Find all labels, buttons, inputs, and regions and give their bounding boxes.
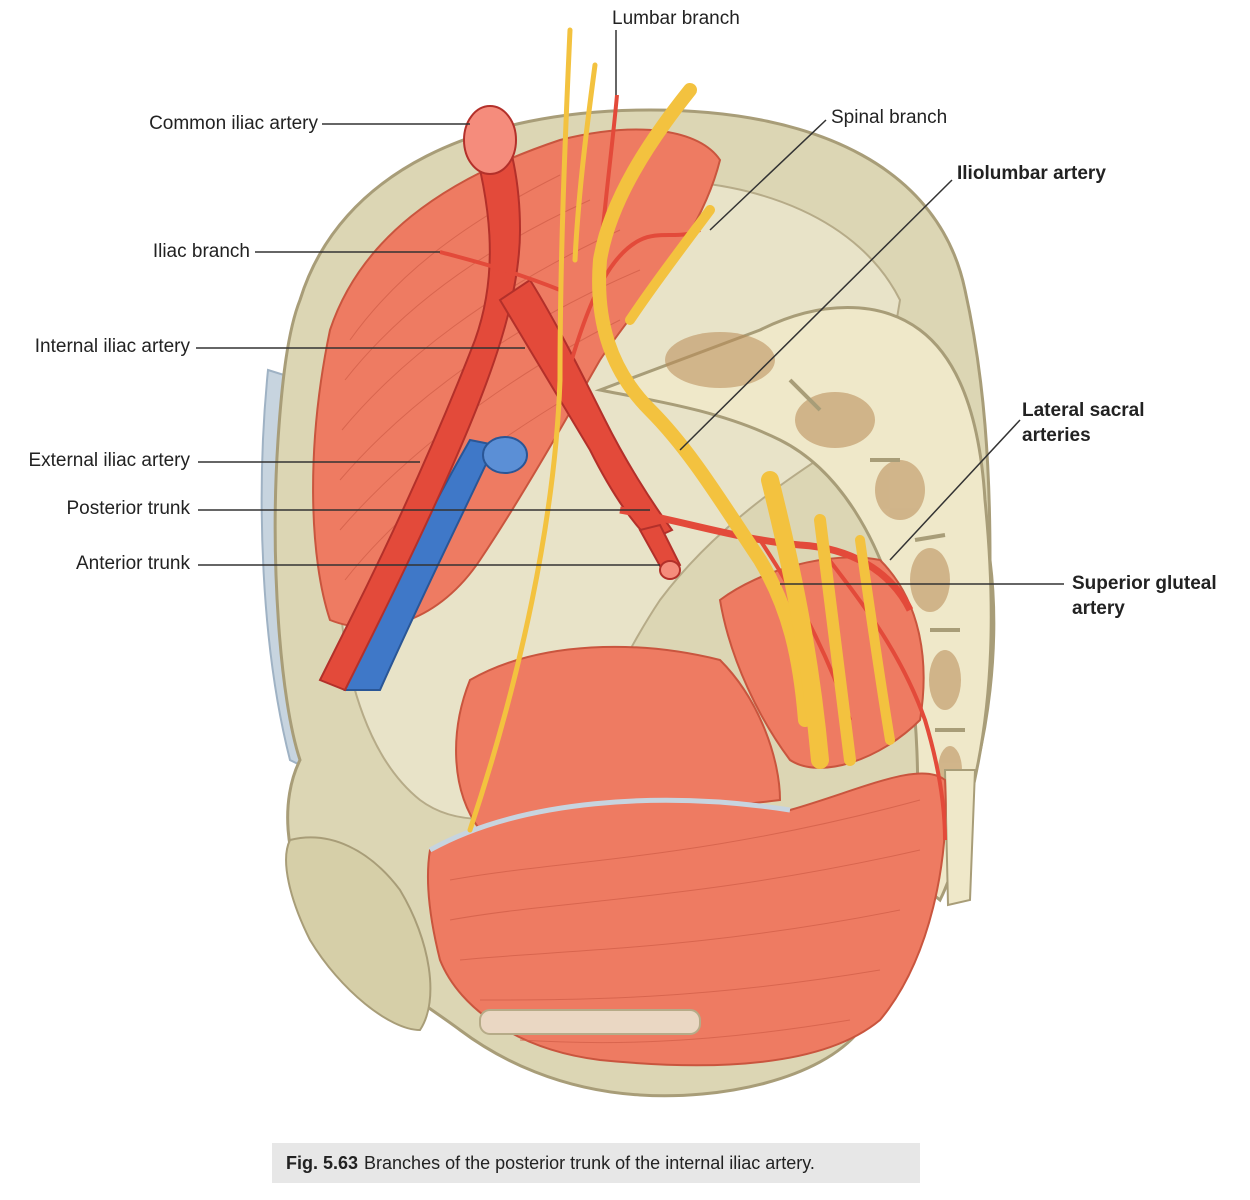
anterior-trunk-opening <box>659 560 681 580</box>
lumbosacral-nerves <box>467 27 895 833</box>
label-iliolumbar-artery: Iliolumbar artery <box>957 163 1106 184</box>
iliac-branch-vessel <box>439 250 561 292</box>
caption-text: Branches of the posterior trunk of the i… <box>364 1153 815 1173</box>
sacral-discs <box>788 378 965 732</box>
label-lumbar-branch: Lumbar branch <box>612 8 740 29</box>
vein-opening <box>482 436 528 474</box>
label-external-iliac-artery: External iliac artery <box>28 450 190 471</box>
label-iliac-branch: Iliac branch <box>152 241 250 262</box>
fascia-line <box>428 797 791 853</box>
label-common-iliac-artery: Common iliac artery <box>149 113 318 134</box>
label-lateral-sacral-arteries-1: Lateral sacral <box>1022 400 1145 421</box>
pubic-bone <box>285 836 432 1032</box>
label-anterior-trunk: Anterior trunk <box>75 553 190 574</box>
label-posterior-trunk: Posterior trunk <box>66 498 190 519</box>
posterior-trunk-vessel <box>619 506 914 612</box>
coccyx <box>943 769 977 907</box>
label-lateral-sacral-arteries-2: arteries <box>1022 425 1091 446</box>
coccygeus-muscle <box>455 645 782 832</box>
lateral-sacral-arteries-vessel <box>818 546 947 841</box>
pubic-symphysis <box>479 1009 701 1035</box>
common-iliac-opening <box>463 105 517 175</box>
iliolumbar-artery-vessel <box>558 228 701 401</box>
caption-figure-number: Fig. 5.63 <box>286 1153 359 1173</box>
label-spinal-branch: Spinal branch <box>831 107 948 128</box>
label-superior-gluteal-artery-2: artery <box>1072 598 1125 619</box>
floor-fibers <box>449 799 921 1044</box>
leader-lines <box>196 30 1064 585</box>
label-internal-iliac-artery: Internal iliac artery <box>34 336 190 357</box>
label-superior-gluteal-artery-1: Superior gluteal <box>1072 573 1217 594</box>
external-iliac-artery <box>318 118 522 692</box>
